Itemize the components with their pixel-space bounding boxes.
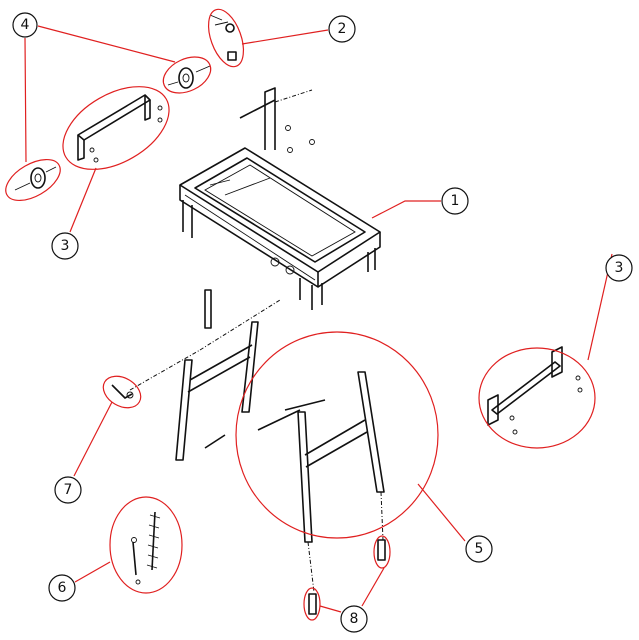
leader-lines: [24, 25, 613, 613]
callout-2: 2: [328, 15, 356, 43]
stand-frame-part-1: [179, 87, 381, 310]
callout-1: 1: [441, 187, 469, 215]
callout-3-left: 3: [51, 232, 79, 260]
svg-text:8: 8: [350, 611, 359, 627]
bolt-set-part-2: [209, 14, 237, 61]
callout-5: 5: [465, 535, 493, 563]
wheel-assembly-left: [14, 166, 57, 191]
svg-text:3: 3: [615, 260, 624, 276]
leg-assembly-part-5: [284, 371, 385, 593]
lock-handle-part-7: [111, 384, 134, 399]
callout-8: 8: [340, 605, 368, 633]
callout-4: 4: [12, 12, 38, 38]
leg-assembly-left: [129, 289, 301, 461]
spring-pin-part-6: [131, 511, 161, 585]
svg-text:5: 5: [475, 541, 484, 557]
svg-text:2: 2: [338, 21, 347, 37]
svg-text:6: 6: [58, 580, 67, 596]
svg-text:3: 3: [61, 238, 70, 254]
callout-6: 6: [48, 574, 76, 602]
foot-caps-part-8: [308, 539, 386, 615]
callout-3-right: 3: [605, 254, 633, 282]
wheel-assembly-top: [167, 65, 211, 89]
axle-bracket-part-3-left: [77, 94, 163, 163]
svg-text:7: 7: [64, 482, 73, 498]
axle-bracket-part-3-right: [487, 346, 583, 435]
callout-7: 7: [54, 476, 82, 504]
svg-text:4: 4: [21, 17, 30, 33]
svg-text:1: 1: [451, 193, 460, 209]
highlight-ellipses: [5, 8, 596, 621]
